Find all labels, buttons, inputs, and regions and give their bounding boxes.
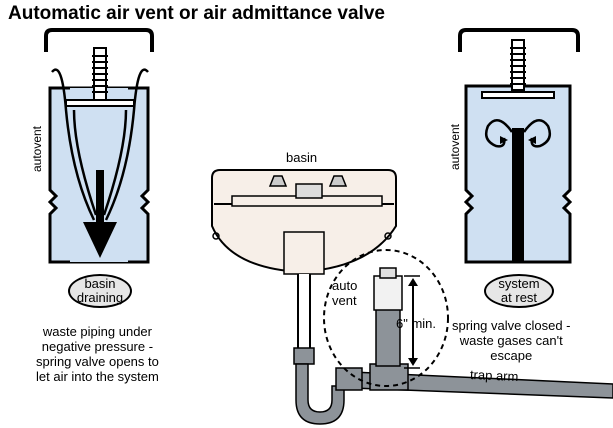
right-valve-cap (458, 28, 580, 52)
right-gas-column (512, 128, 524, 262)
left-valve-disc (65, 99, 135, 107)
basin-bolt-right (384, 232, 392, 240)
left-caption: waste piping under negative pressure - s… (36, 324, 159, 384)
faucet-base (295, 183, 323, 199)
auto-vent-top (379, 267, 397, 279)
left-airflow-inner-right (102, 109, 128, 216)
left-caption-line1: waste piping under (42, 324, 152, 339)
right-caption: spring valve closed - waste gases can't … (452, 318, 571, 363)
autovent-label-left: autovent (30, 125, 45, 173)
waste-piping (295, 267, 613, 425)
left-caption-line2: negative pressure - (41, 339, 154, 354)
right-caption-line1: spring valve closed - (452, 318, 571, 333)
trap-arm-label: trap arm (469, 366, 519, 385)
right-swirl-right (522, 119, 551, 148)
left-valve-open (44, 28, 154, 264)
right-swirl-left (485, 119, 514, 148)
left-airflow-outer-right (104, 68, 149, 221)
left-down-arrow (83, 222, 117, 258)
basin-bolt-left (212, 232, 220, 240)
six-inch-min-label: 6" min. (396, 316, 437, 331)
left-caption-line3: spring valve opens to (36, 354, 159, 369)
right-valve-disc (481, 91, 555, 99)
auto-vent-label: auto vent (332, 278, 357, 308)
faucet-handle-left (268, 175, 288, 187)
left-valve-cap (44, 28, 154, 52)
auto-vent-line1: auto (332, 278, 358, 293)
auto-vent-line2: vent (332, 293, 357, 308)
basin-draining-line2: draining (76, 290, 124, 305)
left-airflow-inner-left (72, 109, 98, 216)
basin-pedestal (283, 231, 325, 275)
page-title: Automatic air vent or air admittance val… (8, 3, 385, 24)
vent-tee (369, 363, 409, 391)
system-at-rest-line2: at rest (500, 290, 538, 305)
faucet-handle-right (328, 175, 348, 187)
auto-vent-highlight-circle (323, 249, 449, 387)
system-at-rest-line1: system (498, 276, 540, 291)
right-valve-closed (458, 28, 580, 264)
left-caption-line4: let air into the system (36, 369, 159, 384)
vent-riser (375, 307, 401, 367)
autovent-label-right: autovent (448, 123, 463, 171)
right-caption-line3: escape (490, 348, 533, 363)
p-trap (295, 363, 345, 425)
basin-assembly (211, 169, 397, 365)
right-caption-line2: waste gases can't (459, 333, 563, 348)
basin-label: basin (286, 150, 318, 165)
auto-vent-valve (373, 275, 403, 311)
trap-union (335, 367, 363, 391)
left-airflow-outer-left (51, 68, 96, 221)
six-inch-dimension (404, 275, 420, 369)
tailpiece-nut (293, 347, 315, 365)
basin-draining-line1: basin (84, 276, 116, 291)
